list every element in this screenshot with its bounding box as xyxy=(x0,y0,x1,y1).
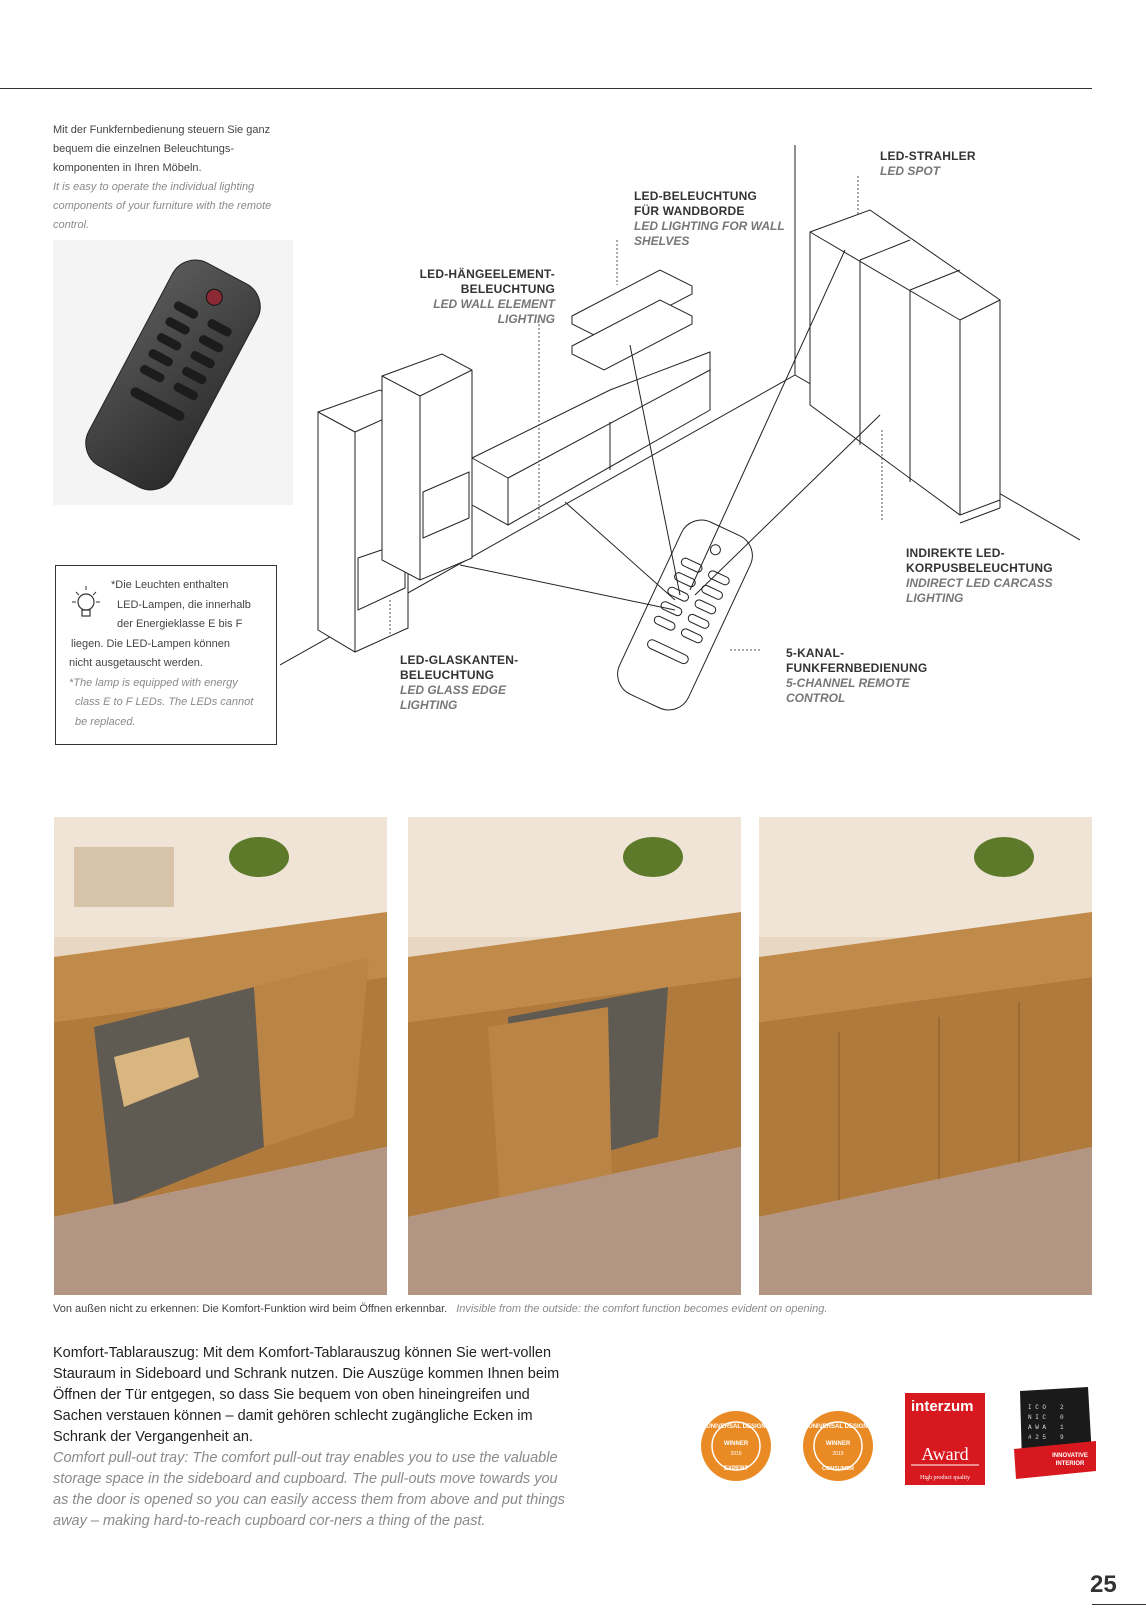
interzum-subtitle: High product quality xyxy=(920,1475,970,1481)
bottom-rule xyxy=(1092,1604,1146,1605)
label-de: LED-STRAHLER xyxy=(880,149,976,163)
label-shelf-lighting: LED-BELEUCHTUNG FÜR WANDBORDE LED LIGHTI… xyxy=(634,189,785,249)
label-en: CONTROL xyxy=(786,691,846,705)
label-de: KORPUSBELEUCHTUNG xyxy=(906,561,1053,575)
label-carcass-lighting: INDIREKTE LED- KORPUSBELEUCHTUNG INDIREC… xyxy=(906,546,1053,606)
badge-expert: EXPERT xyxy=(724,1466,748,1472)
body-en: Comfort pull-out tray: The comfort pull-… xyxy=(53,1450,565,1529)
label-de: BELEUCHTUNG xyxy=(460,282,555,296)
body-de: Komfort-Tablarauszug: Mit dem Komfort-Ta… xyxy=(53,1345,560,1445)
caption-en: Invisible from the outside: the comfort … xyxy=(456,1303,828,1315)
signal-line xyxy=(694,414,881,596)
signal-line xyxy=(459,564,676,611)
label-en: LED SPOT xyxy=(880,164,941,178)
notice-de-line: *Die Leuchten enthalten xyxy=(111,579,229,591)
badge-ring-text: UNIVERSAL DESIGN xyxy=(808,1424,867,1430)
iconic-ribbon-text: INNOVATIVE xyxy=(1052,1453,1088,1459)
remote-diagram xyxy=(617,519,753,711)
lighting-diagram xyxy=(280,145,1080,711)
label-en: SHELVES xyxy=(634,234,690,248)
label-led-spot: LED-STRAHLER LED SPOT xyxy=(880,149,976,179)
label-de: FÜR WANDBORDE xyxy=(634,204,745,218)
top-rule xyxy=(0,88,1092,89)
caption-de: Von außen nicht zu erkennen: Die Komfort… xyxy=(53,1303,448,1315)
label-en: LIGHTING xyxy=(497,312,555,326)
signal-line xyxy=(564,501,676,601)
wall-shelves xyxy=(571,269,693,371)
interzum-award-logo: interzum Award High product quality xyxy=(905,1393,985,1485)
label-de: FUNKFERNBEDIENUNG xyxy=(786,661,928,675)
badge-winner: WINNER xyxy=(724,1441,749,1447)
notice-de-line: nicht ausgetauscht werden. xyxy=(69,657,203,669)
universal-design-expert-badge: UNIVERSAL DESIGN WINNER 2019 EXPERT xyxy=(701,1411,771,1481)
iconic-digit: 0 xyxy=(1060,1414,1064,1421)
iconic-digit: 9 xyxy=(1060,1434,1064,1441)
iconic-line: # 2 5 xyxy=(1028,1434,1046,1441)
intro-de: Mit der Funkfernbedienung steuern Sie ga… xyxy=(53,124,271,174)
iconic-digit: 1 xyxy=(1060,1424,1064,1431)
notice-de-line: LED-Lampen, die innerhalb xyxy=(117,598,251,611)
interzum-award-text: Award xyxy=(921,1444,968,1464)
iconic-digit: 2 xyxy=(1060,1404,1064,1411)
badge-ring-text: UNIVERSAL DESIGN xyxy=(706,1424,765,1430)
notice-text: *Die Leuchten enthalten LED-Lampen, die … xyxy=(69,576,269,732)
lightbulb-icon xyxy=(72,586,100,617)
body-text: Komfort-Tablarauszug: Mit dem Komfort-Ta… xyxy=(53,1343,573,1532)
label-de: LED-BELEUCHTUNG xyxy=(634,189,757,203)
label-en: LED WALL ELEMENT xyxy=(433,297,555,311)
interzum-title: interzum xyxy=(911,1398,974,1415)
sideboard-photo-closed xyxy=(759,817,1092,1295)
iconic-award-logo: I C O N I C A W A # 2 5 2 0 1 9 INNOVATI… xyxy=(1014,1387,1096,1479)
label-glass-edge-lighting: LED-GLASKANTEN- BELEUCHTUNG LED GLASS ED… xyxy=(400,653,518,713)
remote-control-photo xyxy=(53,240,293,505)
sideboard-photo-half-open xyxy=(408,817,741,1295)
notice-de-line: der Energieklasse E bis F xyxy=(117,618,243,630)
sideboard-photo-open xyxy=(54,817,387,1295)
badge-consumer: CONSUMER xyxy=(822,1466,854,1472)
notice-de-line: liegen. Die LED-Lampen können xyxy=(71,637,230,650)
energy-notice-box: *Die Leuchten enthalten LED-Lampen, die … xyxy=(55,565,277,745)
badge-year: 2019 xyxy=(832,1451,843,1457)
iconic-line: A W A xyxy=(1028,1424,1046,1431)
label-de: INDIREKTE LED- xyxy=(906,546,1005,560)
tall-cabinet-right xyxy=(381,353,473,581)
badge-year: 2019 xyxy=(730,1451,741,1457)
signal-line xyxy=(689,249,846,591)
iconic-line: I C O xyxy=(1028,1404,1046,1411)
wall-sideboard xyxy=(471,351,711,526)
label-de: LED-HÄNGEELEMENT- xyxy=(419,267,555,281)
badge-winner: WINNER xyxy=(826,1441,851,1447)
label-wall-element-lighting: LED-HÄNGEELEMENT- BELEUCHTUNG LED WALL E… xyxy=(395,267,555,327)
label-en: INDIRECT LED CARCASS xyxy=(906,576,1053,590)
display-cabinet xyxy=(809,209,1001,524)
notice-en-line: *The lamp is equipped with energy xyxy=(69,676,238,689)
label-remote-control: 5-KANAL- FUNKFERNBEDIENUNG 5-CHANNEL REM… xyxy=(786,646,927,706)
iconic-ribbon-text: INTERIOR xyxy=(1056,1461,1085,1467)
label-de: 5-KANAL- xyxy=(786,646,845,660)
label-en: LIGHTING xyxy=(400,698,458,712)
notice-en-line: class E to F LEDs. The LEDs cannot xyxy=(75,696,254,708)
intro-text: Mit der Funkfernbedienung steuern Sie ga… xyxy=(53,121,293,235)
label-en: LED LIGHTING FOR WALL xyxy=(634,219,785,233)
iconic-line: N I C xyxy=(1028,1414,1046,1421)
label-de: BELEUCHTUNG xyxy=(400,668,495,682)
notice-en-line: be replaced. xyxy=(75,715,136,728)
page-number: 25 xyxy=(1090,1571,1117,1598)
label-en: LED GLASS EDGE xyxy=(400,683,507,697)
label-de: LED-GLASKANTEN- xyxy=(400,653,519,667)
universal-design-consumer-badge: UNIVERSAL DESIGN WINNER 2019 CONSUMER xyxy=(803,1411,873,1481)
photo-caption: Von außen nicht zu erkennen: Die Komfort… xyxy=(53,1302,1093,1316)
intro-en: It is easy to operate the individual lig… xyxy=(53,181,272,231)
label-en: 5-CHANNEL REMOTE xyxy=(786,676,910,690)
signal-line xyxy=(629,344,681,596)
label-en: LIGHTING xyxy=(906,591,964,605)
